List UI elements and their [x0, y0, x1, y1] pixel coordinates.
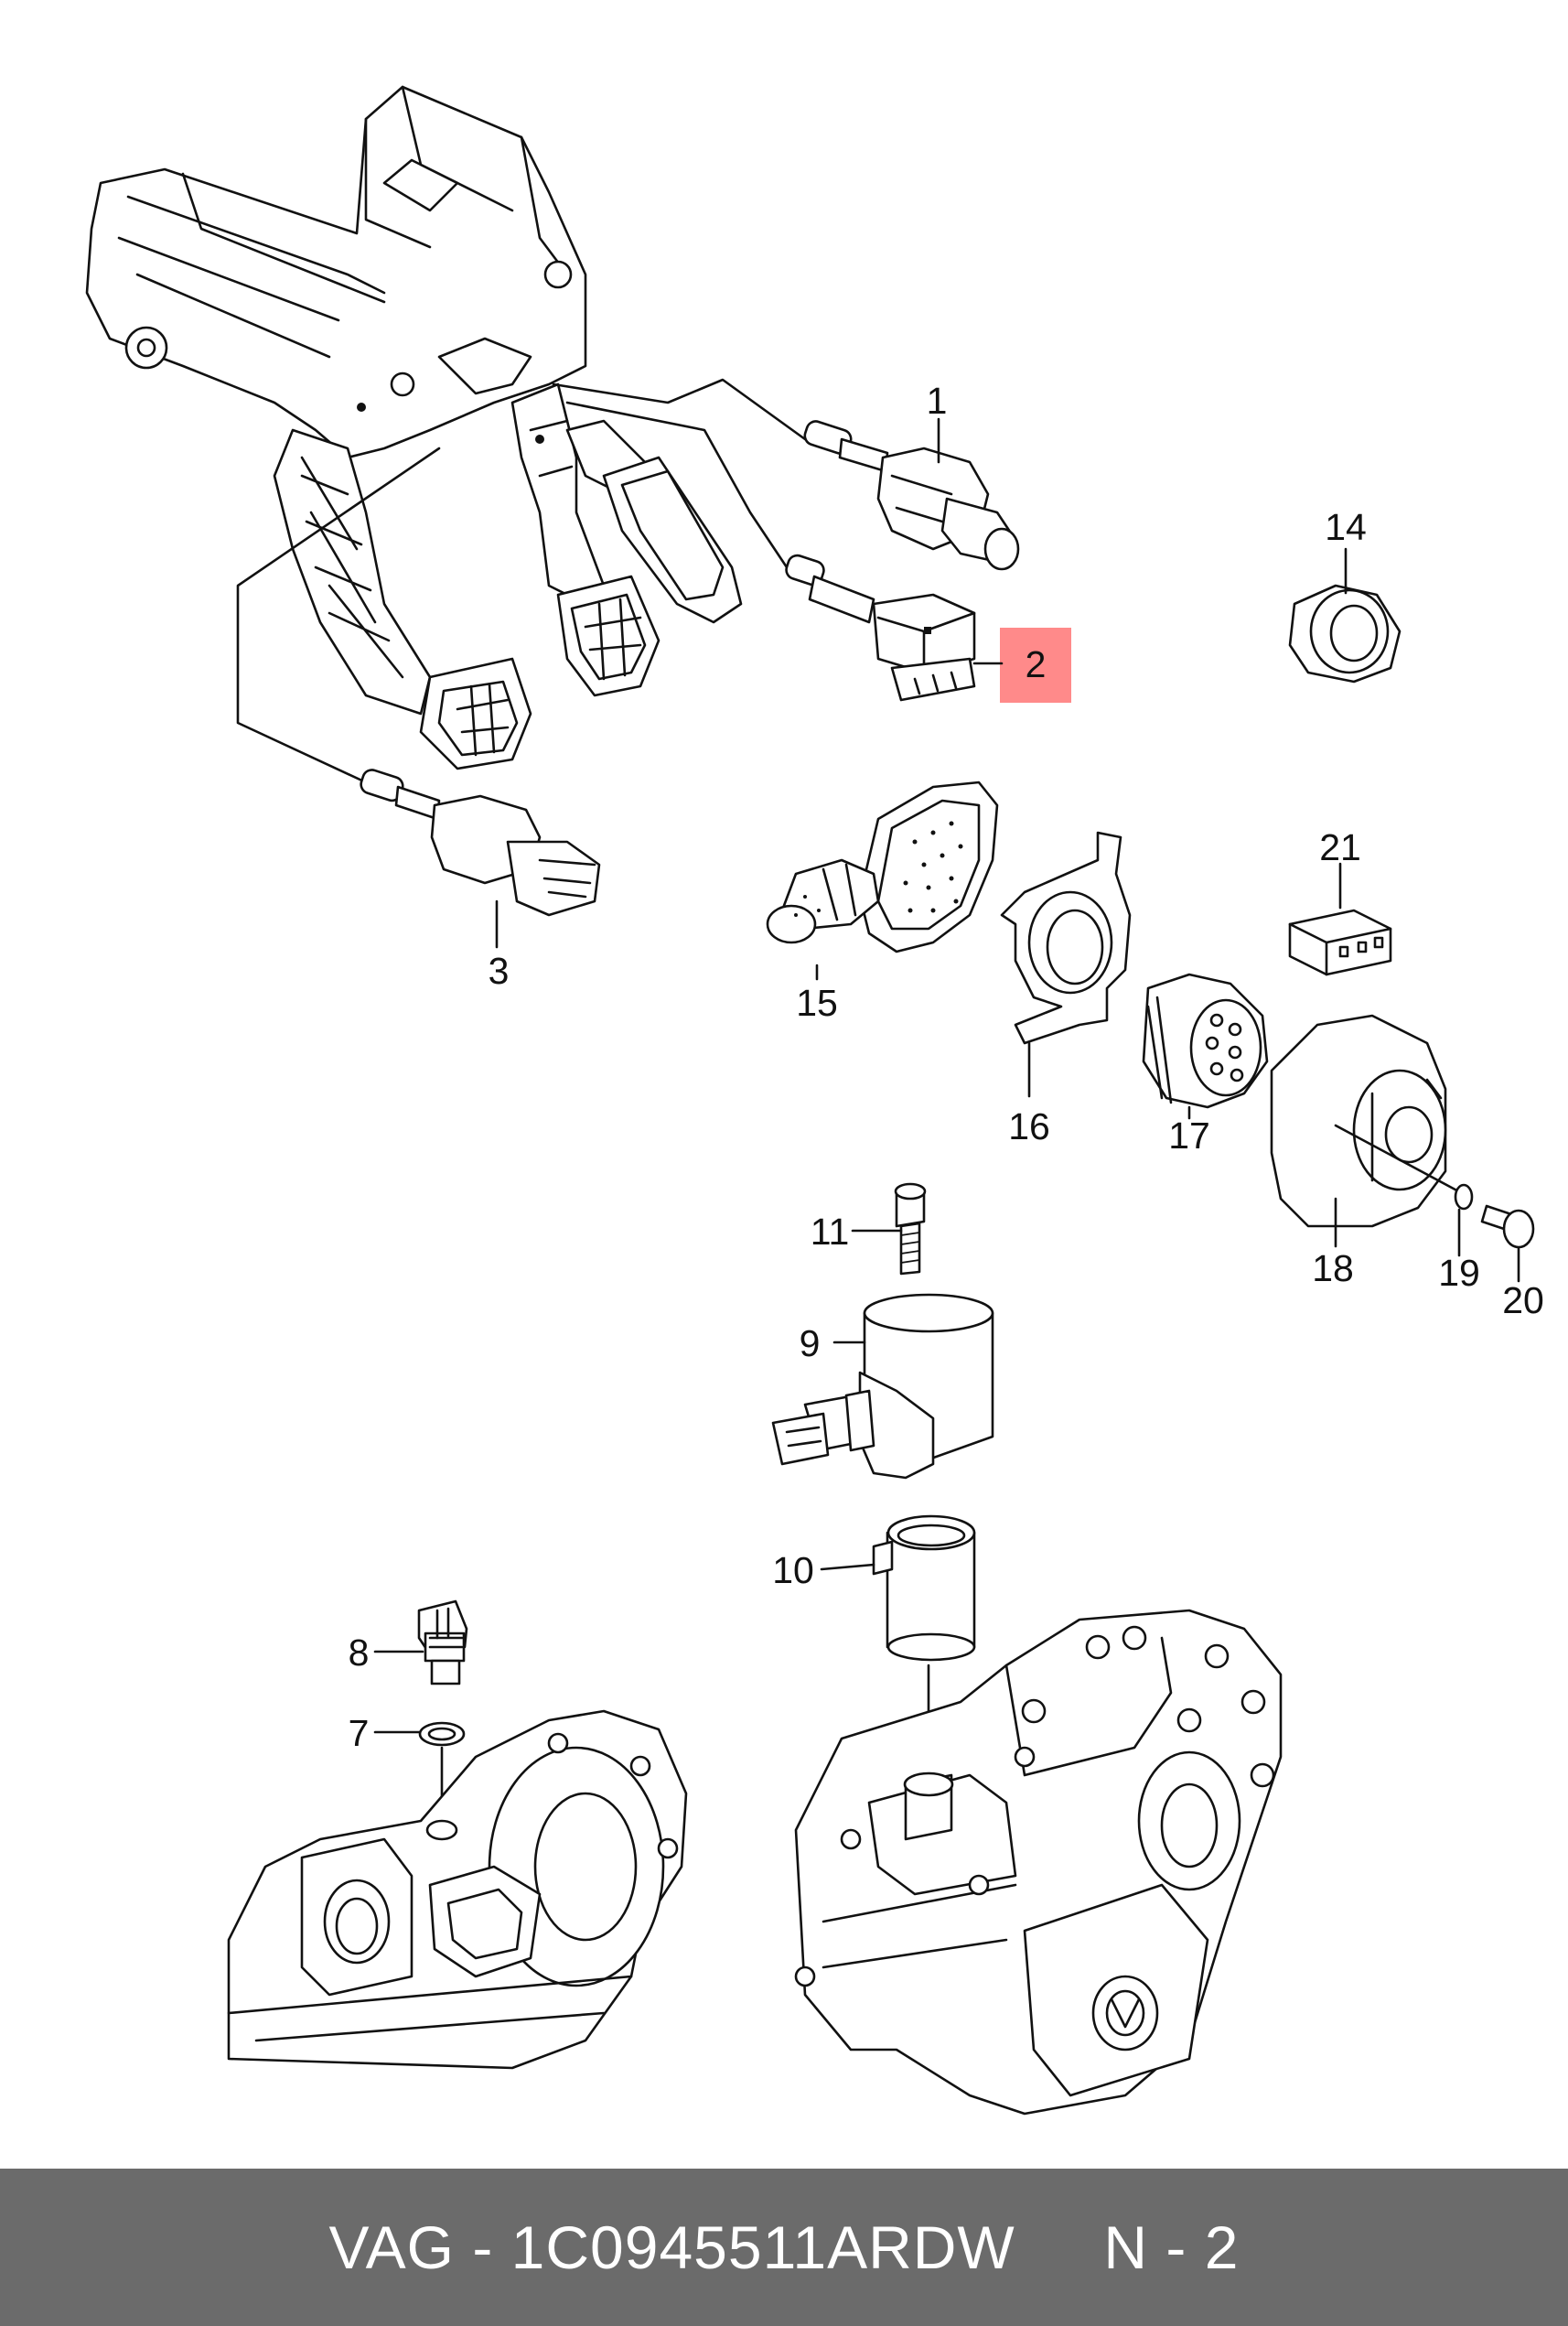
callout-21: 21 — [1319, 826, 1361, 868]
cylinder-part-17 — [1142, 973, 1269, 1109]
parts-diagram: 1 2 3 14 21 15 16 17 18 19 20 11 9 10 8 … — [85, 85, 1544, 2116]
footer-part-number: 1C0945511ARDW — [510, 2213, 1015, 2281]
switch-part-1 — [803, 420, 1020, 571]
footer-position: N - 2 — [1103, 2213, 1240, 2281]
callout-2-highlight — [1000, 628, 1071, 703]
footer-separator: - — [455, 2213, 511, 2281]
footer-gap — [1015, 2213, 1104, 2281]
sensor-part-9 — [771, 1293, 994, 1480]
switch-part-3 — [360, 769, 601, 917]
bolt-part-11 — [894, 1182, 927, 1276]
seal-part-7 — [418, 1721, 466, 1747]
gearbox-left — [227, 1709, 688, 2070]
callout-14: 14 — [1325, 506, 1367, 548]
housing-part-18 — [1270, 1014, 1466, 1228]
callout-15: 15 — [796, 982, 838, 1024]
bush-part-10 — [872, 1514, 976, 1662]
callout-labels: 1 2 3 14 21 15 16 17 18 19 20 11 9 10 8 … — [349, 380, 1544, 1754]
ring-part-16 — [1000, 831, 1132, 1045]
callout-17: 17 — [1168, 1115, 1210, 1157]
connector-part-21 — [1288, 909, 1392, 976]
callout-10: 10 — [772, 1549, 814, 1591]
callout-2: 2 — [1026, 643, 1047, 685]
pedal-assembly — [85, 85, 743, 770]
callout-7: 7 — [349, 1712, 370, 1754]
callout-8: 8 — [349, 1631, 370, 1674]
grommet-part-14 — [1288, 584, 1402, 684]
sender-part-15 — [766, 781, 999, 953]
washer-part-19 — [1454, 1183, 1474, 1211]
screw-part-20 — [1480, 1204, 1535, 1249]
callout-20: 20 — [1502, 1279, 1544, 1321]
leader-lines — [236, 378, 807, 784]
callout-16: 16 — [1008, 1105, 1050, 1147]
callout-18: 18 — [1312, 1247, 1354, 1289]
callout-leaders — [373, 417, 1520, 1734]
callout-3: 3 — [489, 950, 510, 992]
footer-brand: VAG — [328, 2213, 456, 2281]
footer-caption: VAG - 1C0945511ARDW N - 2 — [329, 2213, 1240, 2282]
switch-part-2 — [785, 554, 976, 702]
callout-1: 1 — [927, 380, 948, 422]
callout-9: 9 — [800, 1322, 821, 1364]
gearbox-right — [794, 1609, 1283, 2116]
sender-part-8 — [417, 1599, 468, 1685]
footer-bar: VAG - 1C0945511ARDW N - 2 — [0, 2169, 1568, 2326]
callout-11: 11 — [811, 1211, 850, 1253]
callout-19: 19 — [1438, 1252, 1480, 1294]
